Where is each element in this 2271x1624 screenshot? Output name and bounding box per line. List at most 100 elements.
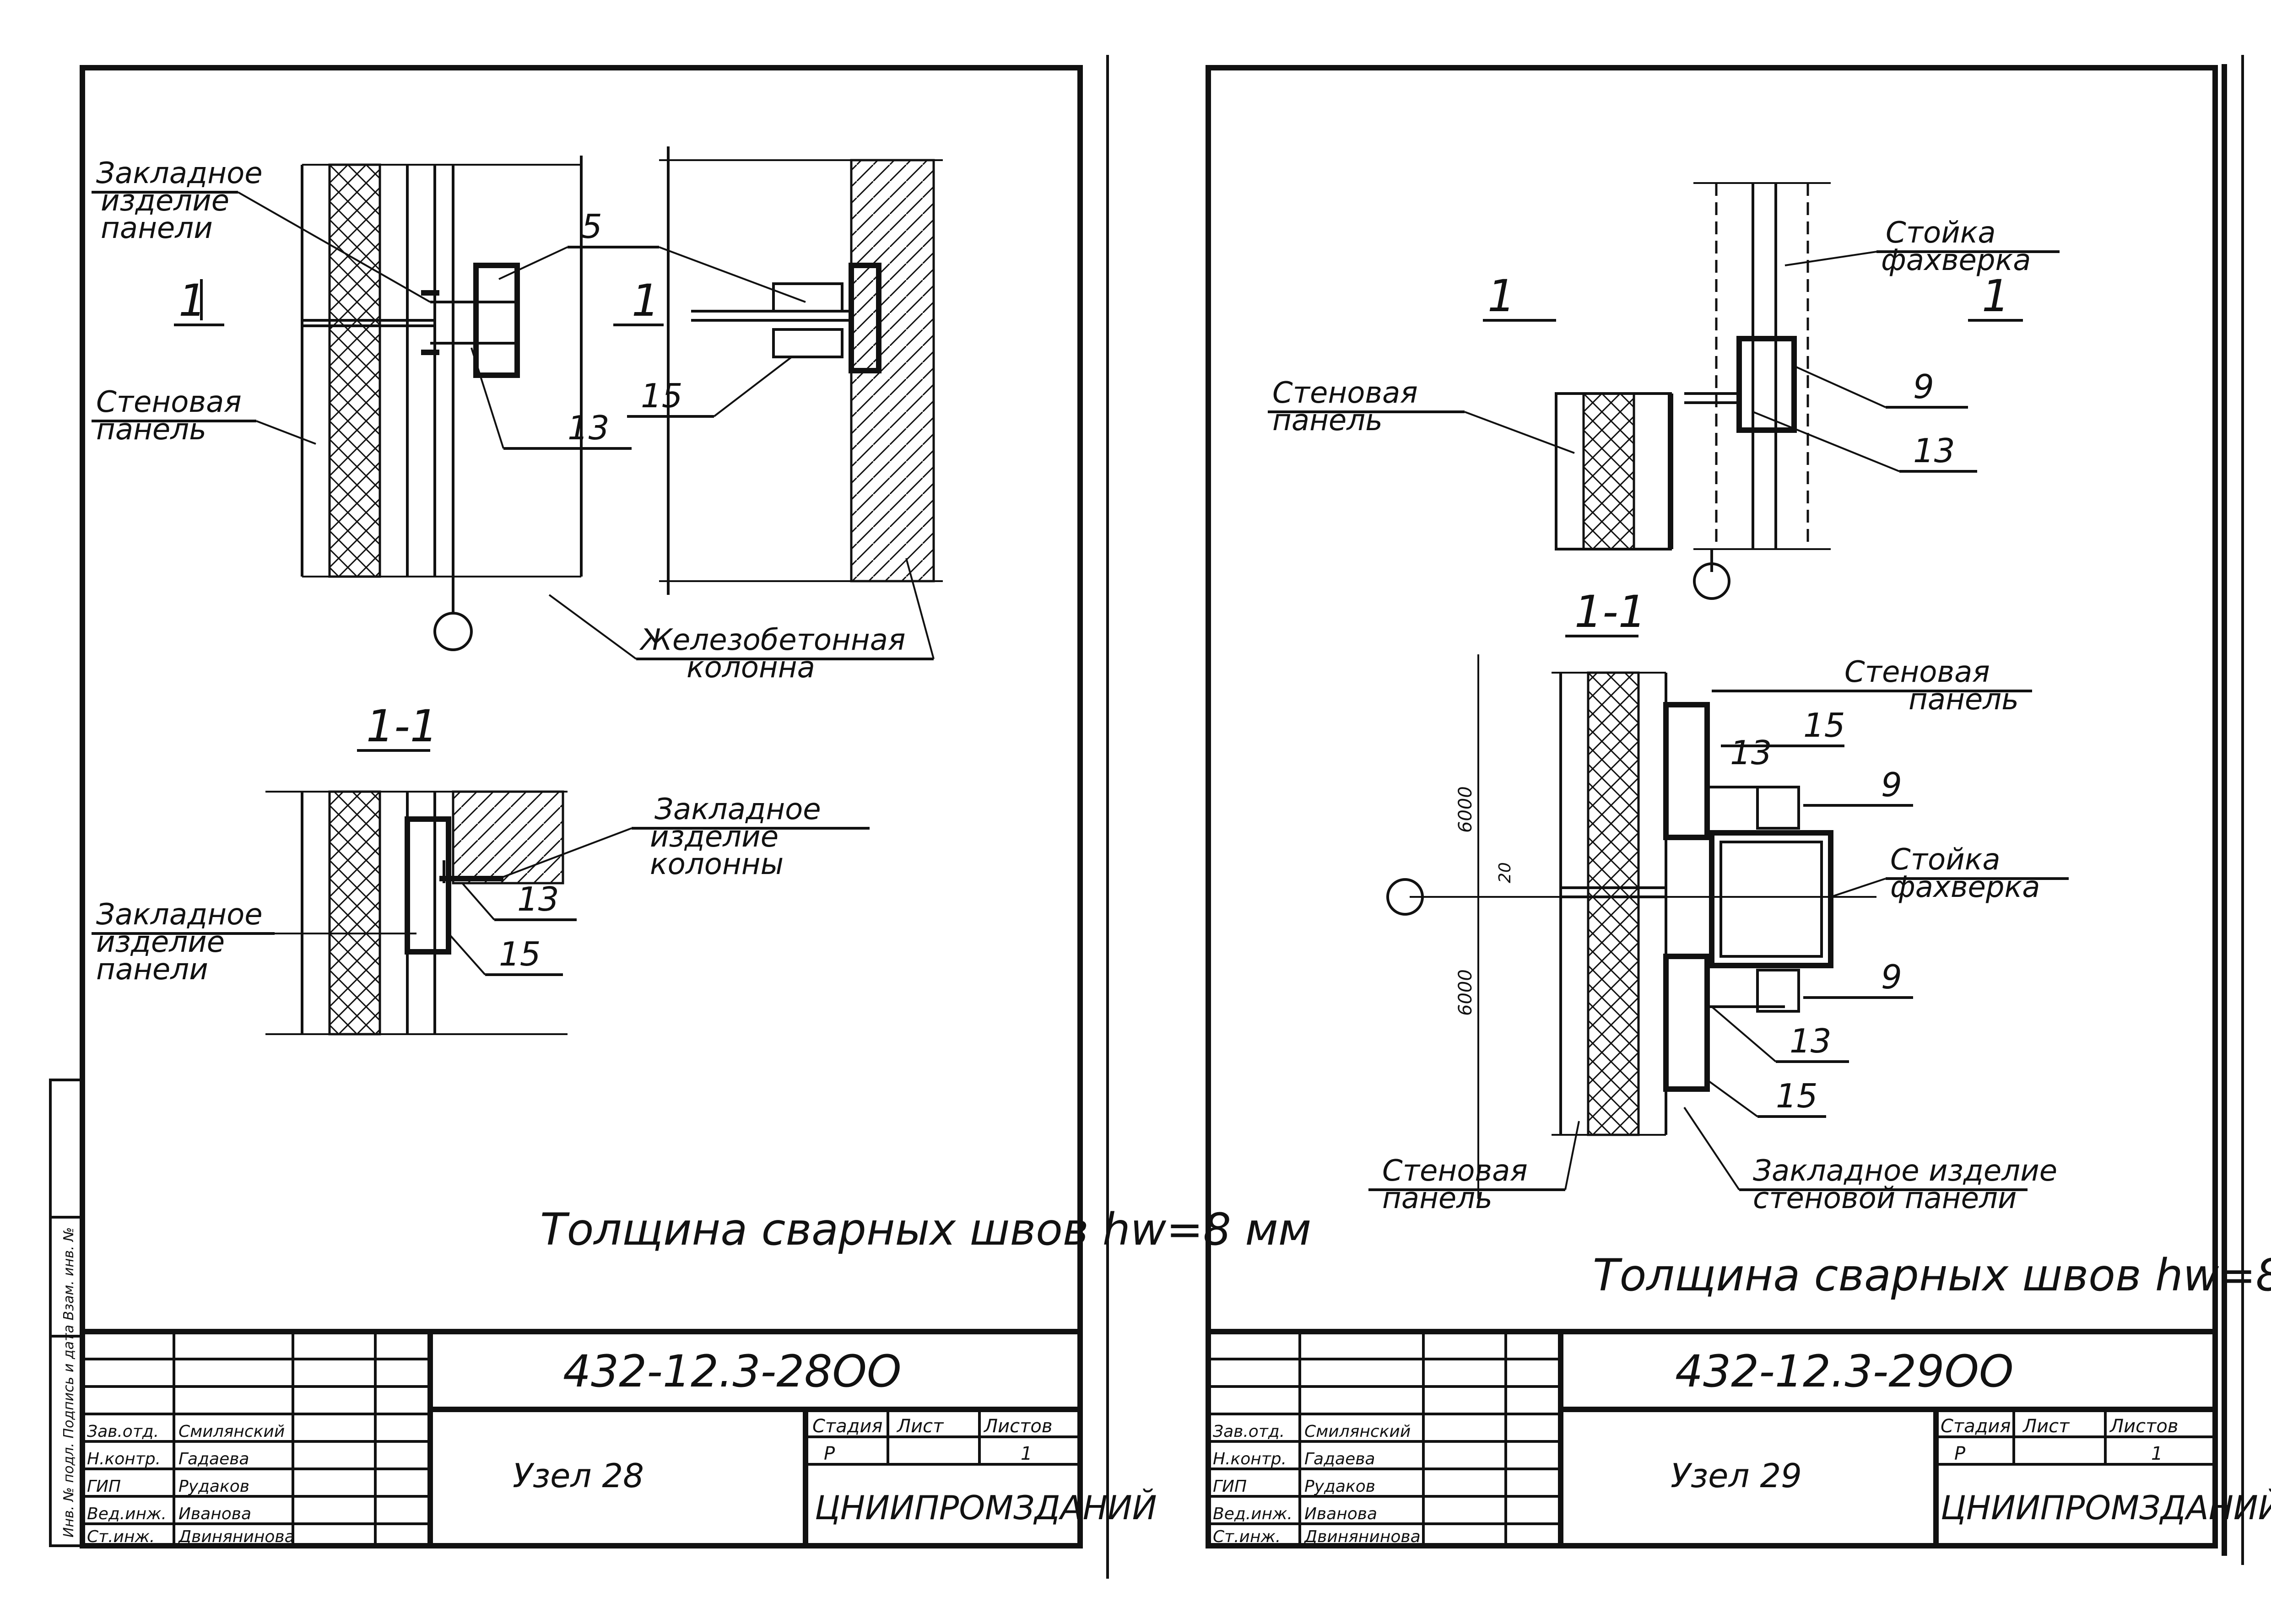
label-wall-panel-right-3: Стеновая панель — [1368, 1121, 1580, 1215]
svg-text:Стадия: Стадия — [812, 1416, 882, 1437]
svg-text:Стеновая: Стеновая — [1844, 655, 1990, 689]
label-panel-insert-right: Закладное изделие стеновой панели — [1683, 1106, 2057, 1215]
sheet-right-frame — [1206, 65, 2218, 1548]
svg-text:Двинянинова: Двинянинова — [1303, 1527, 1421, 1546]
right-elevation — [1555, 182, 1831, 600]
svg-text:Стеновая: Стеновая — [96, 385, 242, 419]
section-title-left: 1-1 — [366, 701, 438, 752]
callout-9-top: 9 — [1794, 365, 1968, 409]
svg-text:стеновой панели: стеновой панели — [1753, 1182, 2017, 1215]
svg-text:9: 9 — [1881, 958, 1902, 996]
title-block-left: 432-12.3-28ОО Узел 28 Стадия Лист Листов… — [82, 1329, 1157, 1546]
sheet-left: Инв. № подл. Подпись и дата Взам. инв. № — [49, 65, 1311, 1548]
svg-text:Вед.инж.: Вед.инж. — [87, 1505, 167, 1523]
svg-text:15: 15 — [641, 377, 683, 415]
title-block-right: 432-12.3-29ОО Узел 29 Стадия Лист Листов… — [1208, 1329, 2271, 1546]
svg-text:изделие: изделие — [101, 184, 229, 218]
svg-text:Ст.инж.: Ст.инж. — [1213, 1527, 1281, 1546]
svg-text:Рудаков: Рудаков — [1304, 1477, 1375, 1496]
sheet-right: 1 1 Стойка фахверка Стеновая панель 9 13… — [1206, 55, 2271, 1565]
dim-6000-bottom: 6000 — [1455, 969, 1476, 1016]
svg-text:Н.контр.: Н.контр. — [1213, 1450, 1287, 1468]
callout-15-r1: 15 — [1721, 706, 1845, 747]
svg-text:Р: Р — [824, 1443, 835, 1464]
svg-text:13: 13 — [1913, 432, 1955, 470]
svg-text:15: 15 — [1803, 706, 1845, 745]
svg-text:Двинянинова: Двинянинова — [178, 1527, 295, 1546]
svg-text:Р: Р — [1954, 1443, 1966, 1464]
dim-6000-top: 6000 — [1455, 786, 1476, 833]
label-stand: Стойка фахверка — [1784, 216, 2060, 277]
svg-text:Лист: Лист — [896, 1416, 944, 1437]
svg-text:Железобетонная: Железобетонная — [639, 623, 905, 657]
svg-text:Закладное: Закладное — [96, 156, 263, 190]
svg-text:Стеновая: Стеновая — [1382, 1154, 1528, 1188]
callout-13-r2: 13 — [1711, 1006, 1849, 1063]
callout-13-r1: 13 — [1730, 734, 1772, 772]
svg-text:Листов: Листов — [983, 1416, 1052, 1437]
drawing-code-left: 432-12.3-28ОО — [563, 1346, 902, 1397]
svg-text:панель: панель — [1382, 1182, 1492, 1215]
label-rc-column: Железобетонная колонна — [548, 558, 935, 685]
section-title-right: 1-1 — [1574, 586, 1646, 637]
left-elevation — [301, 146, 943, 651]
svg-text:изделие: изделие — [96, 925, 225, 959]
axis-marker-right-top — [1693, 562, 1730, 600]
callout-13-top: 13 — [470, 347, 632, 450]
axis-marker — [433, 612, 473, 651]
callout-5: 5 — [498, 207, 806, 303]
svg-text:Смилянский: Смилянский — [1304, 1422, 1411, 1441]
svg-text:изделие: изделие — [650, 820, 779, 854]
svg-text:панели: панели — [101, 211, 213, 245]
svg-text:Лист: Лист — [2022, 1416, 2070, 1437]
sheet-left-frame — [80, 65, 1083, 1548]
svg-text:5: 5 — [581, 207, 602, 246]
svg-text:1: 1 — [2151, 1443, 2163, 1464]
embed-plate — [473, 263, 520, 378]
org-name-left: ЦНИИПРОМЗДАНИЙ — [815, 1489, 1157, 1527]
svg-text:13: 13 — [517, 880, 559, 918]
svg-text:Ст.инж.: Ст.инж. — [87, 1527, 155, 1546]
svg-text:Стойка: Стойка — [1890, 843, 2001, 877]
svg-text:панель: панель — [96, 413, 206, 447]
label-column-insert: Закладное изделие колонны — [498, 793, 870, 881]
svg-text:Закладное: Закладное — [96, 898, 263, 932]
svg-text:колонны: колонны — [650, 847, 784, 881]
callout-15-r2: 15 — [1706, 1077, 1826, 1118]
svg-text:15: 15 — [499, 935, 541, 973]
svg-text:Стойка: Стойка — [1886, 216, 1996, 250]
svg-text:Иванова: Иванова — [1304, 1505, 1377, 1523]
weld-note-right: Толщина сварных швов hw=8 мм — [1593, 1250, 2271, 1301]
label-stand-2: Стойка фахверка — [1830, 843, 2069, 904]
svg-text:фахверка: фахверка — [1890, 870, 2040, 904]
label-wall-panel: Стеновая панель — [92, 385, 316, 447]
callout-9-r1: 9 — [1803, 766, 1913, 807]
svg-text:панель: панель — [1272, 404, 1383, 437]
svg-text:13: 13 — [568, 409, 610, 447]
label-wall-panel-right-2: Стеновая панель — [1712, 655, 2032, 717]
svg-text:Гадаева: Гадаева — [1304, 1450, 1375, 1468]
svg-text:панель: панель — [1909, 683, 2019, 717]
side-stamp-box — [49, 1079, 84, 1547]
left-section-view — [265, 790, 568, 1036]
svg-text:ГИП: ГИП — [1213, 1477, 1247, 1496]
weld-note-left: Толщина сварных швов hw=8 мм — [540, 1204, 1311, 1255]
svg-text:Смилянский: Смилянский — [178, 1422, 285, 1441]
svg-text:Вед.инж.: Вед.инж. — [1213, 1505, 1292, 1523]
callout-15-section: 15 — [448, 933, 563, 976]
svg-text:ГИП: ГИП — [87, 1477, 121, 1496]
svg-text:1: 1 — [1021, 1443, 1032, 1464]
svg-text:Рудаков: Рудаков — [178, 1477, 249, 1496]
insulation-hatch — [328, 163, 381, 578]
node-title-left: Узел 28 — [513, 1457, 644, 1495]
svg-text:фахверка: фахверка — [1881, 243, 2031, 277]
label-panel-insert: Закладное изделие панели — [92, 156, 431, 303]
section-mark-right-1: 1 — [1487, 270, 1515, 322]
node-title-right: Узел 29 — [1671, 1457, 1802, 1495]
svg-text:Стадия: Стадия — [1941, 1416, 2011, 1437]
dim-20: 20 — [1496, 862, 1514, 883]
svg-text:9: 9 — [1913, 367, 1934, 406]
svg-text:Закладное: Закладное — [654, 793, 821, 826]
axis-marker-right — [1386, 878, 1424, 916]
